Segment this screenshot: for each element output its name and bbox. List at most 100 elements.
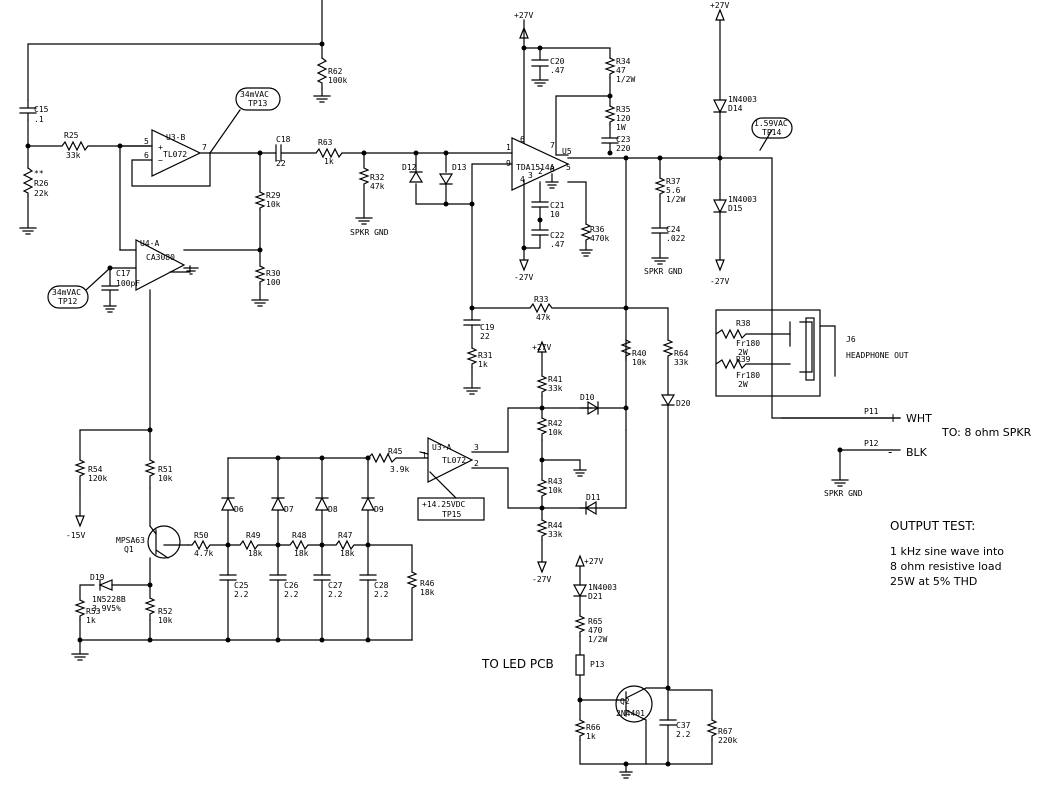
d7-ref: D7 — [284, 505, 294, 514]
c24-ref: C24 — [666, 225, 681, 234]
d21-ref: D21 — [588, 592, 603, 601]
c26-ref: C26 — [284, 581, 299, 590]
r31-val: 1k — [478, 360, 488, 369]
r33-ref: R33 — [534, 295, 549, 304]
r35-val2: 1W — [616, 123, 626, 132]
u3a-pos-supply: +27V — [532, 343, 551, 352]
u5-pos-supply: +27V — [514, 11, 533, 20]
d15-neg-supply: -27V — [710, 277, 729, 286]
u5-pin9: 9 — [506, 159, 511, 168]
c20-val: .47 — [550, 66, 565, 75]
u5-pin2: 2 — [538, 167, 543, 176]
r34-val2: 1/2W — [616, 75, 635, 84]
r38-ref: R38 — [736, 319, 751, 328]
r52-val: 10k — [158, 616, 173, 625]
p12-ref: P12 — [864, 439, 879, 448]
tp12-value: 34mVAC — [52, 288, 81, 297]
u5-pin3: 3 — [528, 171, 533, 180]
c25-val: 2.2 — [234, 590, 249, 599]
c25-ref: C25 — [234, 581, 249, 590]
r62-ref: R62 — [328, 67, 343, 76]
u3a-pin3: 3 — [474, 443, 479, 452]
r64-ref: R64 — [674, 349, 689, 358]
r53-val: 1k — [86, 616, 96, 625]
u5-ref: U5 — [562, 147, 572, 156]
r65-ref: R65 — [588, 617, 603, 626]
r36-ref: R36 — [590, 225, 605, 234]
c20-ref: C20 — [550, 57, 565, 66]
r34-ref: R34 — [616, 57, 631, 66]
r49-val: 18k — [248, 549, 263, 558]
svg-text:+: + — [158, 143, 163, 152]
d13-ref: D13 — [452, 163, 467, 172]
d14-val: 1N4003 — [728, 95, 757, 104]
j6-val: HEADPHONE OUT — [846, 351, 909, 360]
r37-val2: 1/2W — [666, 195, 685, 204]
r54-val: 120k — [88, 474, 107, 483]
r37-ref: R37 — [666, 177, 681, 186]
r35-ref: R35 — [616, 105, 631, 114]
p11-ref: P11 — [864, 407, 879, 416]
r26-ref: R26 — [34, 179, 49, 188]
r38-val2: 2W — [738, 348, 748, 357]
r41-val: 33k — [548, 384, 563, 393]
c23-ref: C23 — [616, 135, 631, 144]
r48-ref: R48 — [292, 531, 307, 540]
u3a-part: TL072 — [442, 456, 466, 465]
d20-ref: D20 — [676, 399, 691, 408]
c22-val: .47 — [550, 240, 565, 249]
u3a-neg-supply: -27V — [532, 575, 551, 584]
to-spkr-label: TO: 8 ohm SPKR — [941, 426, 1032, 439]
r25-ref: R25 — [64, 131, 79, 140]
r53-ref: R53 — [86, 607, 101, 616]
d11-ref: D11 — [586, 493, 601, 502]
r64-val: 33k — [674, 358, 689, 367]
u3b-part: TL072 — [163, 150, 187, 159]
r62-val: 100k — [328, 76, 347, 85]
u5-pin4: 4 — [520, 175, 525, 184]
ladder-network — [79, 452, 429, 641]
d8-ref: D8 — [328, 505, 338, 514]
output-network — [625, 8, 901, 431]
r31-ref: R31 — [478, 351, 493, 360]
u4a-ota — [47, 239, 199, 431]
c26-val: 2.2 — [284, 590, 299, 599]
u5-pin8: 8 — [550, 165, 555, 174]
gnd-label-1: SPKR GND — [350, 228, 389, 237]
c18-r63-chain — [183, 144, 513, 307]
r51-val: 10k — [158, 474, 173, 483]
notes-line-2: 8 ohm resistive load — [890, 560, 1002, 573]
u5-pin7: 7 — [550, 141, 555, 150]
r37-val: 5.6 — [666, 186, 681, 195]
notes-line-1: 1 kHz sine wave into — [890, 545, 1004, 558]
tp13-balloon — [209, 87, 281, 154]
p12-label: BLK — [906, 446, 928, 459]
r48-val: 18k — [294, 549, 309, 558]
r54-neg-supply: -15V — [66, 531, 85, 540]
tp14-ref: TP14 — [762, 128, 781, 137]
r33-val: 47k — [536, 313, 551, 322]
r43-ref: R43 — [548, 477, 563, 486]
r42-val: 10k — [548, 428, 563, 437]
r32-val: 47k — [370, 182, 385, 191]
to-led-label: TO LED PCB — [481, 657, 554, 671]
c27-val: 2.2 — [328, 590, 343, 599]
u3a-pin2: 2 — [474, 459, 479, 468]
c22-ref: C22 — [550, 231, 565, 240]
d15-val: 1N4003 — [728, 195, 757, 204]
r29-val: 10k — [266, 200, 281, 209]
u3a-pin1: 1 — [422, 451, 427, 460]
u3b-pin6: 6 — [144, 151, 149, 160]
r47-ref: R47 — [338, 531, 353, 540]
r39-val: Fr180 — [736, 371, 760, 380]
c17-val: 100pF — [116, 279, 140, 288]
c18-ref: C18 — [276, 135, 291, 144]
d6-ref: D6 — [234, 505, 244, 514]
r44-ref: R44 — [548, 521, 563, 530]
r54-ref: R54 — [88, 465, 103, 474]
r42-ref: R42 — [548, 419, 563, 428]
r63-ref: R63 — [318, 138, 333, 147]
r47-val: 18k — [340, 549, 355, 558]
r52-ref: R52 — [158, 607, 173, 616]
